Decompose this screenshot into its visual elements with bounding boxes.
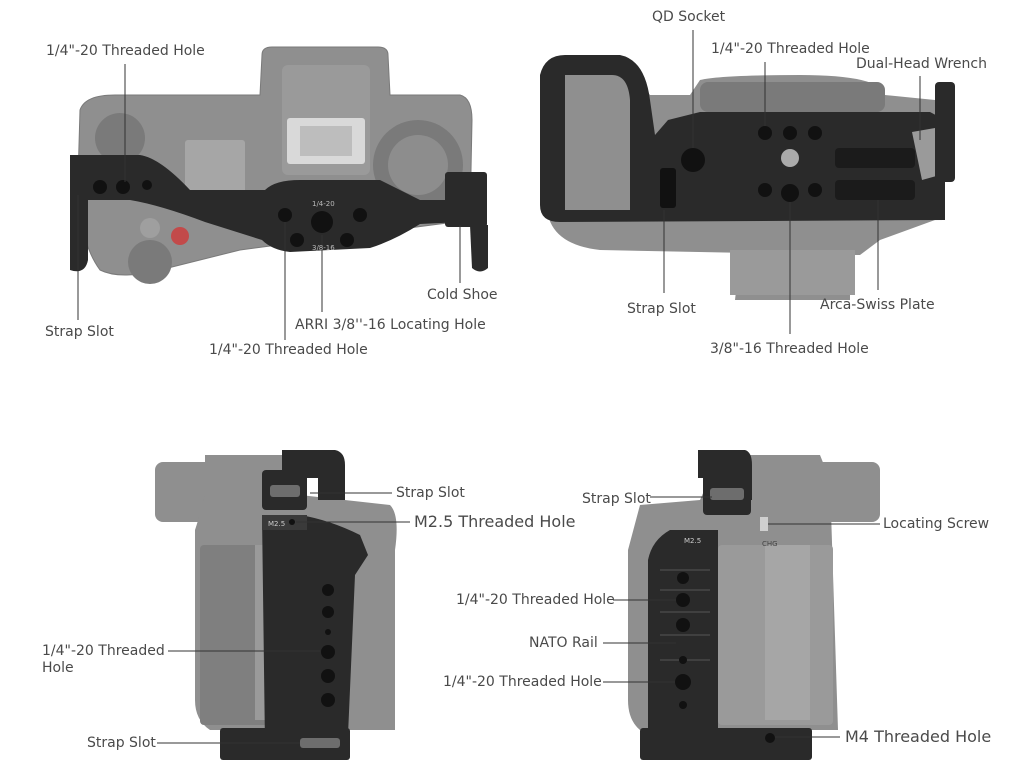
label-left-m25-hole: M2.5 Threaded Hole (414, 512, 576, 531)
label-top-strap-slot: Strap Slot (45, 324, 114, 340)
left-bottom-plate (220, 728, 350, 760)
label-right-threaded-hole-b: 1/4"-20 Threaded Hole (443, 674, 602, 690)
top-leader-lines (77, 64, 461, 340)
right-engraving-chg: CHG (762, 540, 778, 548)
top-lcd-panel (185, 140, 245, 195)
label-right-threaded-hole-a: 1/4"-20 Threaded Hole (456, 592, 615, 608)
left-leader-lines (157, 492, 410, 744)
right-hole-1 (676, 593, 690, 607)
label-bottom-threaded-hole: 1/4"-20 Threaded Hole (711, 41, 870, 57)
label-bottom-threaded-hole-38: 3/8"-16 Threaded Hole (710, 341, 869, 357)
right-eyepiece (815, 462, 880, 522)
label-right-nato-rail: NATO Rail (529, 635, 598, 651)
top-hole-3 (278, 208, 292, 222)
right-leader-lines (603, 496, 880, 738)
label-top-threaded-hole-bottom: 1/4"-20 Threaded Hole (209, 342, 368, 358)
top-engraving-a: 1/4-20 (312, 200, 335, 208)
bottom-qd-socket (681, 148, 705, 172)
bottom-view-camera-cage (540, 30, 955, 334)
top-hole-4 (353, 208, 367, 222)
bottom-grip-extension (730, 250, 855, 295)
right-bottom-plate (640, 728, 812, 760)
top-hole-5 (290, 233, 304, 247)
top-arri-hole (311, 211, 333, 233)
label-left-threaded-hole: 1/4"-20 Threaded Hole (42, 643, 165, 676)
top-cold-shoe (445, 172, 487, 227)
label-right-m4-hole: M4 Threaded Hole (845, 727, 992, 746)
label-top-cold-shoe: Cold Shoe (427, 287, 498, 303)
top-front-dial (95, 113, 145, 163)
label-bottom-qd-socket: QD Socket (652, 9, 726, 25)
right-engraving-m25: M2.5 (684, 537, 701, 545)
bottom-hole-1 (758, 126, 772, 140)
right-nato-rail (660, 569, 710, 661)
bottom-leader-lines (663, 30, 921, 334)
left-m25-hole (289, 519, 295, 525)
label-left-strap-slot-top: Strap Slot (396, 485, 465, 501)
top-rear-dial (128, 240, 172, 284)
left-hole-1 (321, 645, 335, 659)
top-engraving-b: 3/8-16 (312, 244, 335, 252)
left-top-handle (282, 450, 345, 500)
label-right-strap-slot: Strap Slot (582, 491, 651, 507)
label-bottom-wrench: Dual-Head Wrench (856, 56, 987, 72)
bottom-hole-38 (781, 184, 799, 202)
right-cage-plate (648, 530, 718, 735)
bottom-wrench (912, 128, 940, 180)
bottom-arca-plate (835, 148, 915, 168)
bottom-strap-slot (660, 168, 676, 208)
right-hole-2 (675, 674, 691, 690)
right-locating-screw (760, 517, 768, 531)
label-top-arri-hole: ARRI 3/8''-16 Locating Hole (295, 317, 486, 333)
bottom-lens-mount (700, 82, 885, 112)
left-view-camera-cage (155, 450, 410, 760)
left-strap-slot-bottom (300, 738, 340, 748)
label-bottom-strap-slot: Strap Slot (627, 301, 696, 317)
right-view-camera-cage (603, 450, 880, 760)
label-bottom-arca-plate: Arca-Swiss Plate (820, 297, 935, 313)
right-m4-hole (765, 733, 775, 743)
top-hole-1 (93, 180, 107, 194)
left-engraving-m25: M2.5 (268, 520, 285, 528)
top-view-camera-cage (70, 46, 488, 340)
label-right-locating-screw: Locating Screw (883, 516, 990, 532)
top-cage-arm (70, 155, 462, 252)
top-cage-grip (70, 155, 88, 272)
top-hole-6 (340, 233, 354, 247)
top-hole-2 (116, 180, 130, 194)
left-cage-grip (262, 515, 368, 745)
label-left-strap-slot-bottom: Strap Slot (87, 735, 156, 751)
label-top-threaded-hole: 1/4"-20 Threaded Hole (46, 43, 205, 59)
